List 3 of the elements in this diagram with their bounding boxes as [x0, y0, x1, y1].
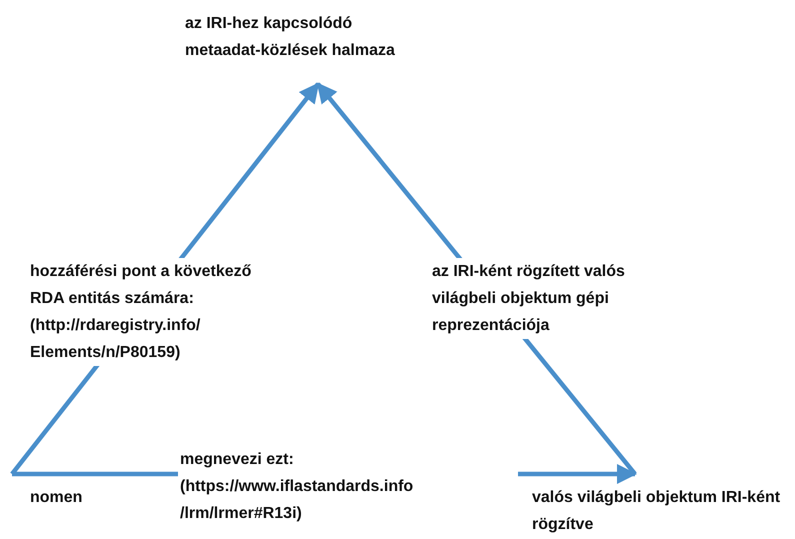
node-label: valós világbeli objektum IRI-ként rögzítve [532, 488, 782, 535]
node-label: az IRI-hez kapcsolódó metaadat-közlések halmaza [185, 14, 396, 61]
node-label: nomen [30, 488, 84, 508]
